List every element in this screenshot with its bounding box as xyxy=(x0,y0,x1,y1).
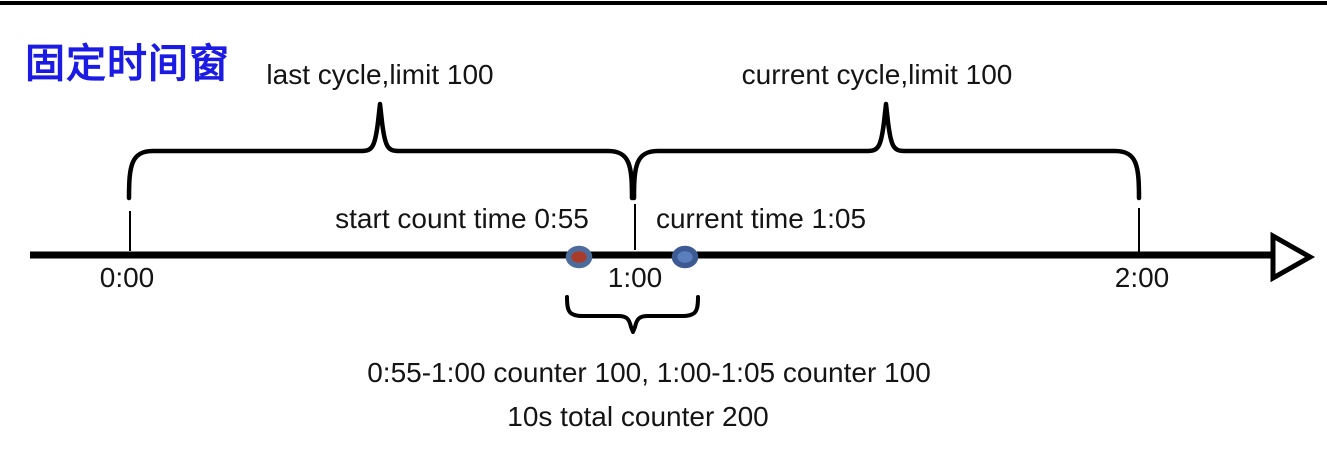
current-cycle-brace xyxy=(631,101,1142,201)
tick-label-1-00: 1:00 xyxy=(607,262,663,293)
tick-label-0-00: 0:00 xyxy=(99,262,155,293)
start-count-time-label: start count time 0:55 xyxy=(335,203,589,234)
last-cycle-label: last cycle,limit 100 xyxy=(266,59,494,90)
start-count-marker xyxy=(565,245,593,269)
page-title: 固定时间窗 xyxy=(25,42,230,86)
current-cycle-label: current cycle,limit 100 xyxy=(741,59,1013,90)
current-time-label: current time 1:05 xyxy=(655,203,867,234)
counters-summary-line: 0:55-1:00 counter 100, 1:00-1:05 counter… xyxy=(367,357,931,388)
last-cycle-brace xyxy=(126,101,635,201)
top-border-rule xyxy=(0,1,1327,5)
overlap-window-brace xyxy=(565,295,700,334)
timeline-arrowhead-icon xyxy=(1270,231,1316,283)
tick-label-2-00: 2:00 xyxy=(1114,262,1170,293)
total-counter-line: 10s total counter 200 xyxy=(507,401,769,432)
current-time-marker xyxy=(671,245,699,269)
